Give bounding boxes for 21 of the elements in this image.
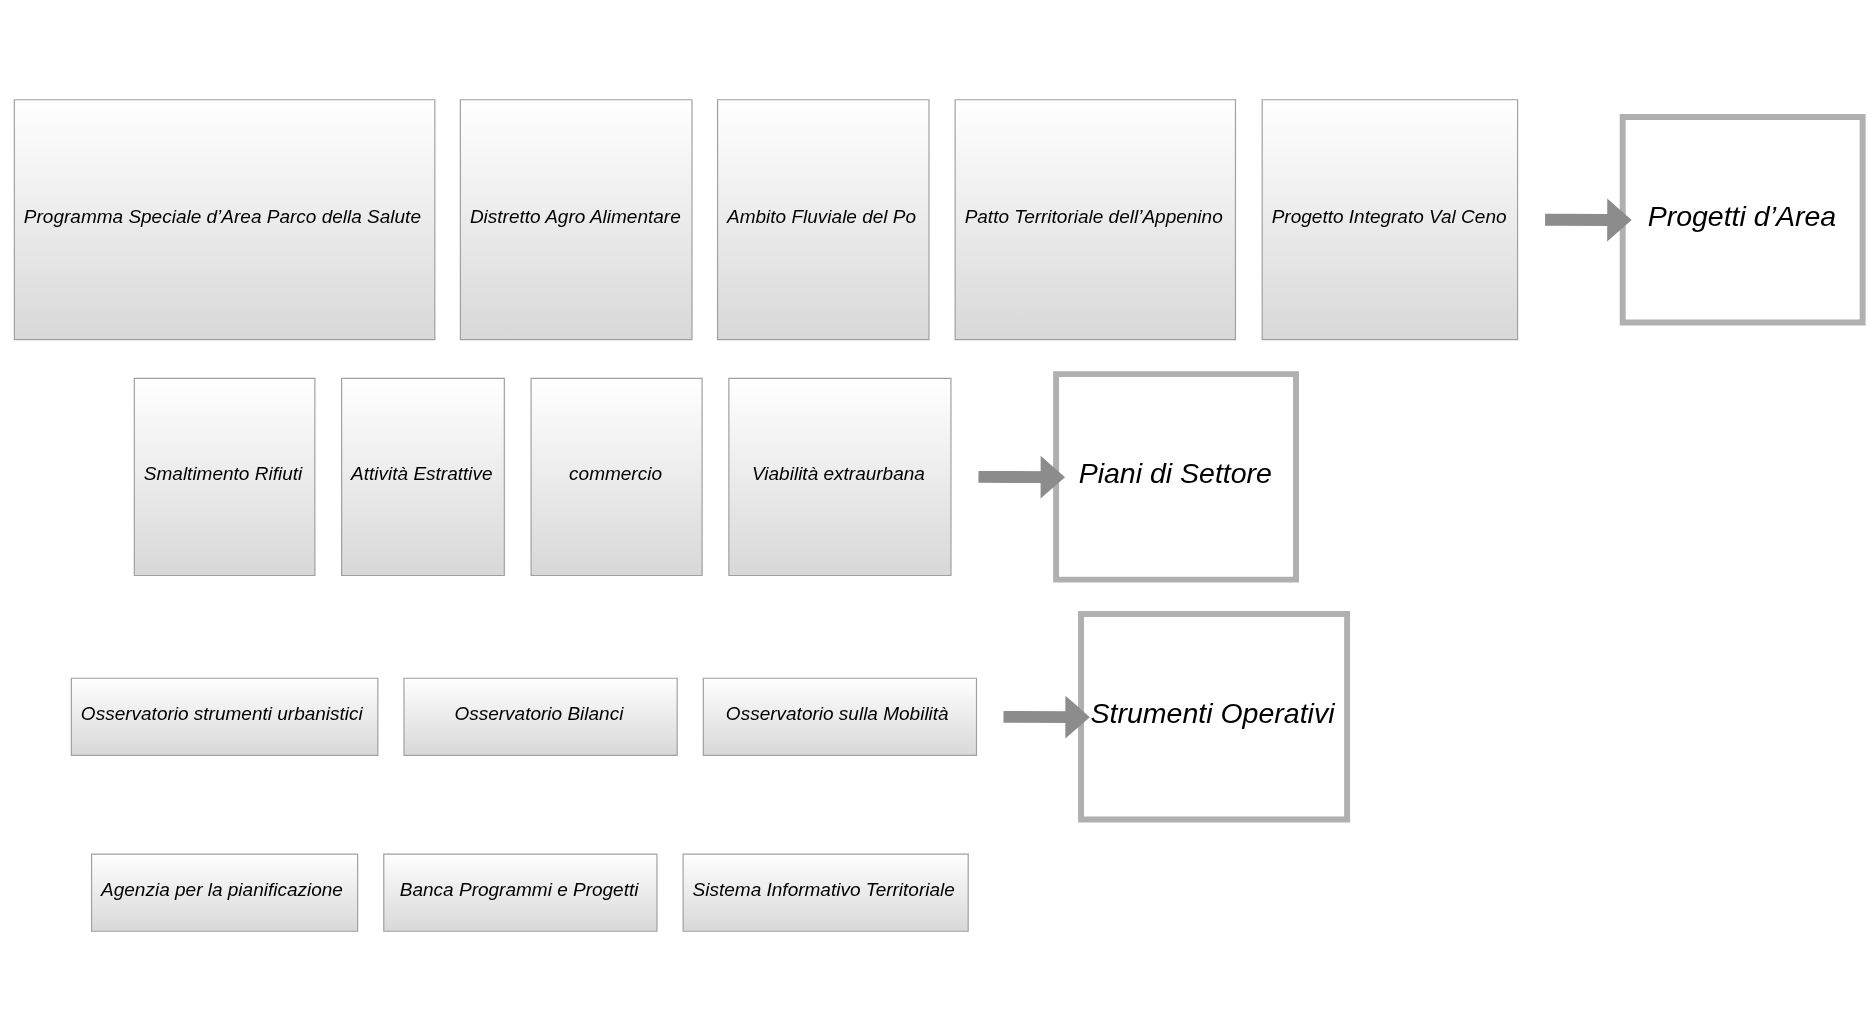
node-box: Progetti d’Area xyxy=(1619,114,1866,326)
node-box: Progetto Integrato Val Ceno xyxy=(1261,99,1518,341)
node-box: Programma Speciale d’Area Parco della Salute xyxy=(13,99,435,341)
node-box: Sistema Informativo Territoriale xyxy=(682,853,969,932)
arrow xyxy=(1544,198,1632,242)
node-box: Osservatorio sulla Mobilità xyxy=(702,677,977,757)
node-box: Patto Territoriale dell’Appenino xyxy=(954,99,1236,341)
node-box: Osservatorio strumenti urbanistici xyxy=(70,677,378,757)
node-box: Piani di Settore xyxy=(1052,371,1299,583)
node-box: commercio xyxy=(529,377,703,577)
node-box: Banca Programmi e Progetti xyxy=(382,853,658,932)
node-box: Osservatorio Bilanci xyxy=(402,677,678,757)
node-box: Viabilità extraurbana xyxy=(727,377,952,577)
node-box: Smaltimento Rifiuti xyxy=(133,377,315,577)
node-box: Distretto Agro Alimentare xyxy=(459,99,693,341)
arrow xyxy=(977,455,1065,499)
node-box: Attività Estrattive xyxy=(340,377,505,577)
node-box: Agenzia per la pianificazione xyxy=(90,853,358,932)
node-box: Ambito Fluviale del Po xyxy=(716,99,930,341)
arrow xyxy=(1002,695,1090,739)
node-box: Strumenti Operativi xyxy=(1077,611,1350,823)
